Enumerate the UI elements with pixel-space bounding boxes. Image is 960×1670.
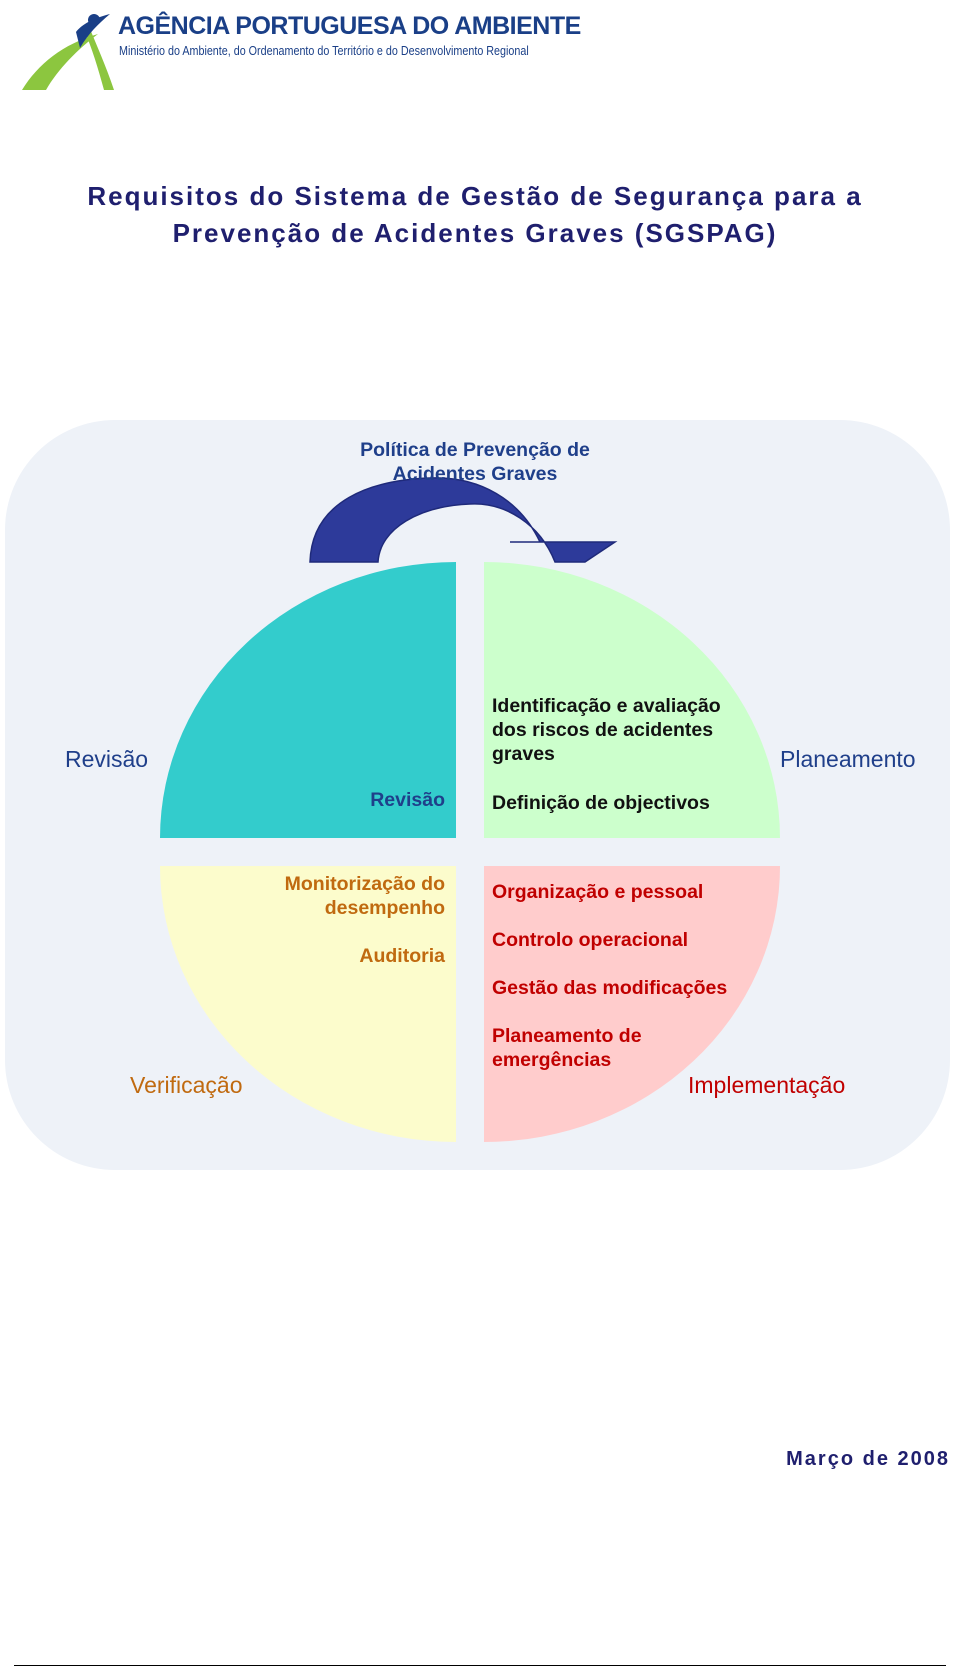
agency-logo: AGÊNCIA PORTUGUESA DO AMBIENTE Ministéri… [18,4,581,94]
monitor-line-1: Monitorização do [284,873,445,895]
document-date: Março de 2008 [786,1448,950,1470]
document-title: Requisitos do Sistema de Gestão de Segur… [40,178,910,252]
quadrant-bottom-right-item-1: Organização e pessoal [492,881,704,903]
footer-divider [14,1665,946,1666]
outer-label-implementacao: Implementação [688,1072,846,1098]
quadrant-top-left [160,562,456,838]
diagram-background [5,420,950,1170]
title-line-1: Requisitos do Sistema de Gestão de Segur… [87,181,863,211]
quadrant-bottom-right [484,866,780,1142]
title-line-2: Prevenção de Acidentes Graves (SGSPAG) [172,218,778,248]
quadrant-bottom-left [160,866,456,1142]
agency-name: AGÊNCIA PORTUGUESA DO AMBIENTE [118,12,581,40]
quadrant-bottom-left-item-2: Auditoria [359,945,445,967]
curved-arrow-icon [309,477,618,563]
ministry-name: Ministério do Ambiente, do Ordenamento d… [119,44,529,58]
quadrant-bottom-left-item-1: Monitorização do desempenho [230,872,445,920]
risk-line-1: Identificação e avaliação [492,695,721,717]
diagram-shapes [160,477,780,1142]
quadrant-top-right-item-2: Definição de objectivos [492,792,710,814]
policy-line-1: Política de Prevenção de [360,439,590,461]
quadrant-top-right-item-1: Identificação e avaliação dos riscos de … [492,694,721,766]
policy-line-2: Acidentes Graves [392,463,558,485]
emergency-line-2: emergências [492,1049,612,1071]
quadrant-top-right [484,562,780,838]
monitor-line-2: desempenho [324,897,445,919]
quadrant-bottom-right-item-2: Controlo operacional [492,929,689,951]
outer-label-revisao: Revisão [65,746,149,772]
risk-line-3: graves [492,743,555,765]
quadrant-bottom-right-item-4: Planeamento de emergências [492,1024,642,1072]
policy-label: Política de Prevenção de Acidentes Grave… [300,438,650,486]
outer-label-planeamento: Planeamento [780,746,916,772]
emergency-line-1: Planeamento de [492,1025,642,1047]
apa-leaf-logo-icon [22,14,114,90]
quadrant-top-left-item: Revisão [370,789,445,811]
sgspag-diagram: Política de Prevenção de Acidentes Grave… [0,420,960,1180]
risk-line-2: dos riscos de acidentes [492,719,714,741]
quadrant-bottom-right-item-3: Gestão das modificações [492,977,728,999]
outer-label-verificacao: Verificação [130,1072,243,1098]
